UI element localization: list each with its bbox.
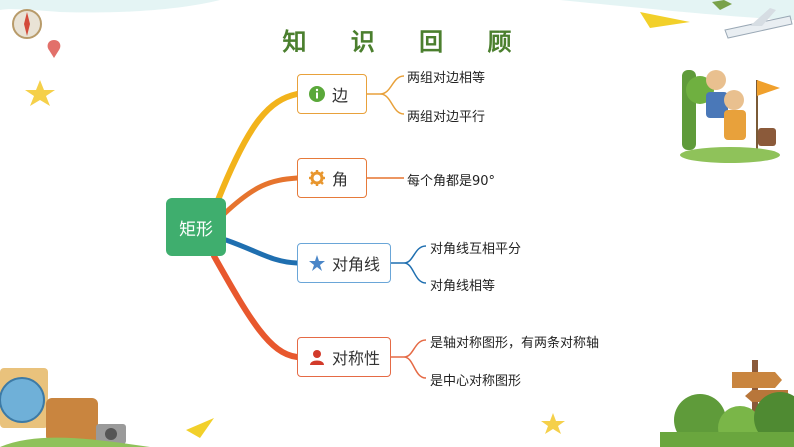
paper-plane-icon [640,12,690,28]
watercolor-wash-top-left [0,0,220,13]
page-title: 知 识 回 顾 [282,28,530,56]
trees-illustration [660,392,794,447]
suitcase-icon [46,398,98,442]
leaf-item: 是轴对称图形，有两条对称轴 [430,336,600,351]
root-label: 矩形 [179,219,213,240]
branch-label: 角 [332,170,349,189]
gear-icon [308,169,326,187]
star-icon [541,413,565,434]
globe-icon [0,377,45,423]
leaf-item: 对角线相等 [430,279,496,294]
map-pin-icon [47,40,61,58]
compass-icon [12,9,42,39]
watercolor-wash-top-right [560,0,794,20]
person-icon [308,348,326,366]
branch-diagonal: 对角线 [297,243,391,283]
leaf-item: 两组对边平行 [407,110,486,125]
info-icon [308,85,326,103]
airplane-icon [712,0,793,39]
branch-label: 对称性 [332,349,381,368]
branch-label: 对角线 [332,255,381,274]
branch-symmetry: 对称性 [297,337,391,377]
branch-label: 边 [332,86,349,105]
root-node: 矩形 [166,198,226,256]
star-icon [308,254,326,272]
kids-explorer-illustration [680,70,780,163]
leaf-item: 每个角都是90° [407,174,496,189]
paper-plane-icon [186,418,214,438]
leaf-item: 两组对边相等 [407,71,486,86]
leaf-item: 对角线互相平分 [430,242,522,257]
leaf-item: 是中心对称图形 [430,374,522,389]
branch-angle: 角 [297,158,367,198]
travel-items-illustration [0,368,150,447]
branch-edge: 边 [297,74,367,114]
star-icon [25,80,55,106]
